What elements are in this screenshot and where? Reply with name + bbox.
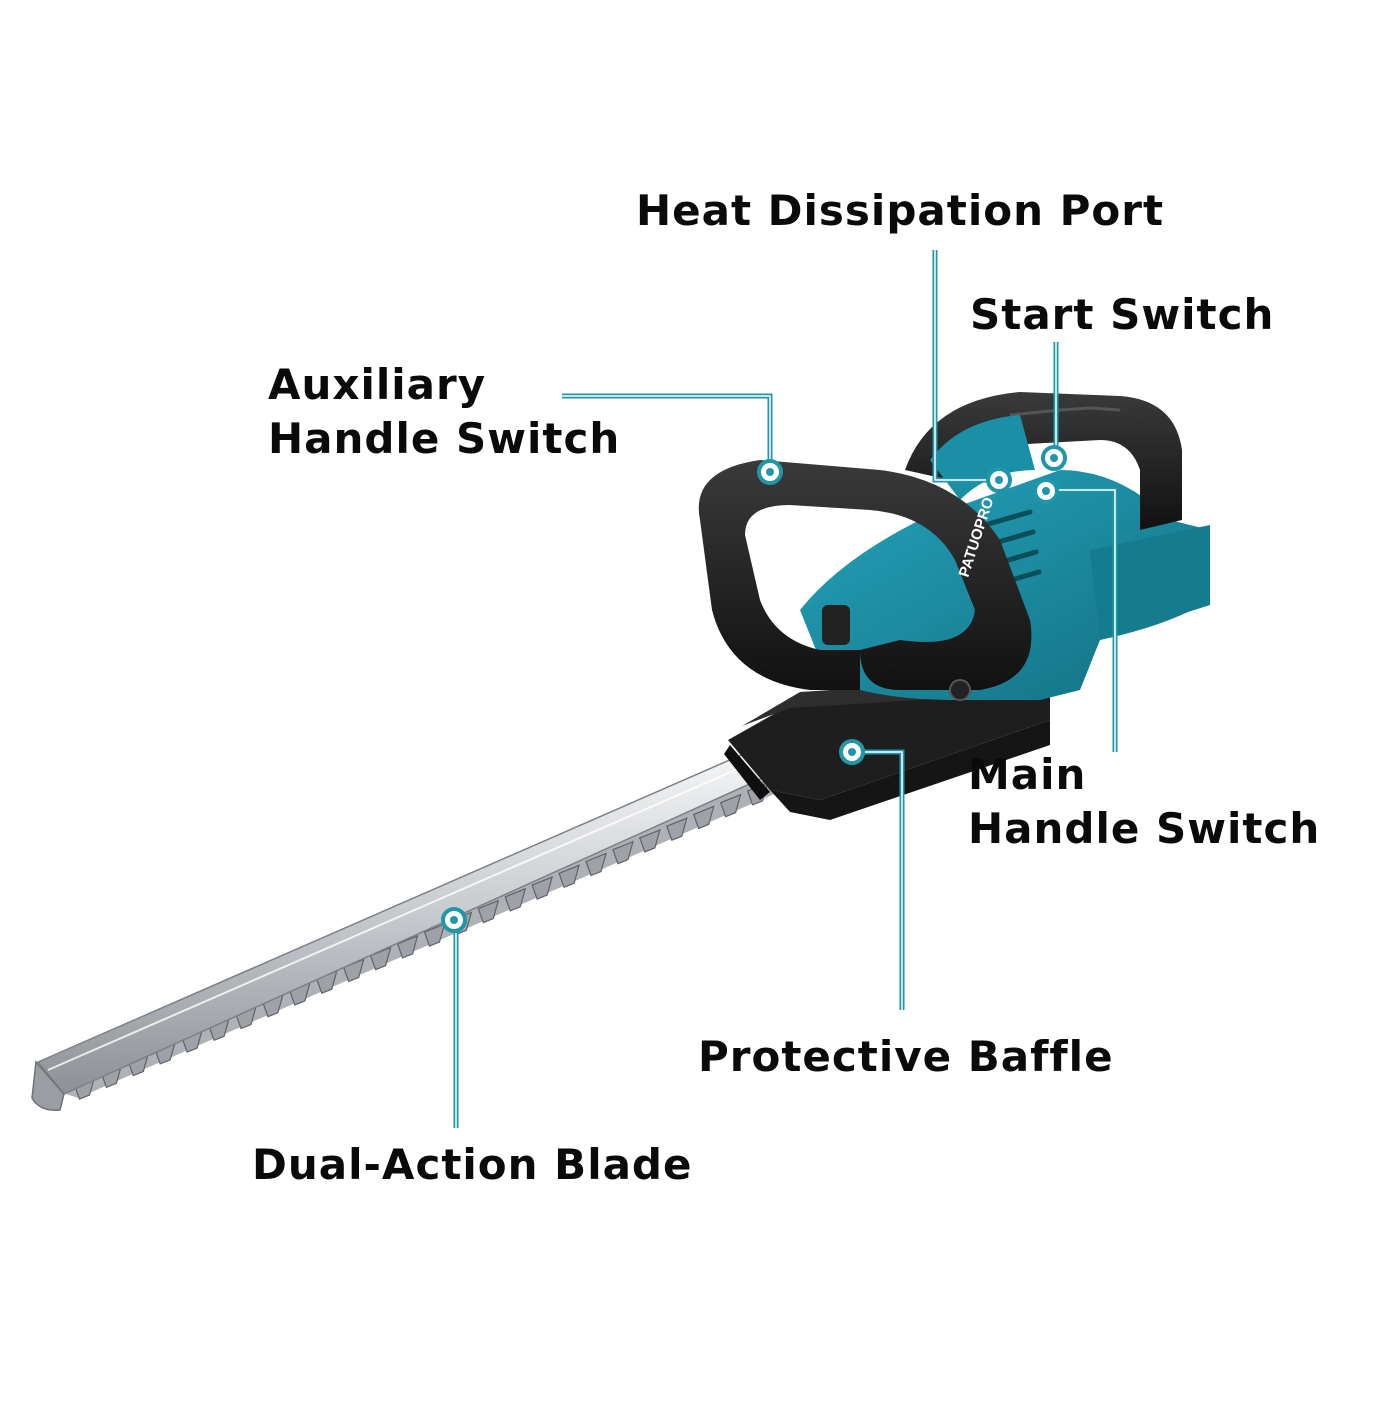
label-line: Handle Switch xyxy=(268,413,621,463)
blade-tooth xyxy=(692,805,715,830)
label-line: Main xyxy=(968,750,1087,799)
auxiliary-handle xyxy=(698,460,1032,701)
leader-aux-switch xyxy=(562,393,773,470)
blade-tooth xyxy=(719,793,742,818)
blade-tooth xyxy=(612,840,634,865)
blade-tooth xyxy=(531,876,554,900)
label-line: Start Switch xyxy=(970,290,1275,339)
label-line: Heat Dissipation Port xyxy=(636,186,1165,235)
label-line: Auxiliary xyxy=(268,360,487,409)
blade-tooth xyxy=(423,923,446,947)
leader-baffle xyxy=(852,749,905,1010)
label-line: Protective Baffle xyxy=(698,1032,1114,1081)
leader-heat-port xyxy=(932,250,997,483)
blade-tooth xyxy=(666,817,688,841)
dot-main-switch xyxy=(1033,478,1059,504)
blade-tooth xyxy=(396,934,419,959)
blade-tooth xyxy=(369,946,392,971)
label-start-switch: Start Switch xyxy=(970,288,1274,342)
dot-blade xyxy=(441,907,467,933)
blade-teeth xyxy=(73,781,769,1100)
label-line: Dual-Action Blade xyxy=(252,1140,693,1189)
leader-main-switch xyxy=(1048,487,1118,752)
blade-tooth xyxy=(504,887,527,912)
dot-aux-switch xyxy=(757,459,783,485)
label-dual-action-blade: Dual-Action Blade xyxy=(252,1138,693,1192)
dot-heat-port xyxy=(986,467,1012,493)
label-heat-dissipation-port: Heat Dissipation Port xyxy=(636,184,1164,238)
blade-tip xyxy=(31,1060,65,1111)
dot-baffle xyxy=(839,739,865,765)
label-auxiliary-handle-switch: Auxiliary Handle Switch xyxy=(268,358,620,466)
label-protective-baffle: Protective Baffle xyxy=(698,1030,1114,1084)
label-main-handle-switch: Main Handle Switch xyxy=(968,748,1320,856)
dot-start-switch xyxy=(1041,445,1067,471)
label-line: Handle Switch xyxy=(968,803,1321,853)
blade-guide-bar xyxy=(36,751,778,1095)
callout-lines xyxy=(453,250,1118,1128)
blade-tooth xyxy=(477,899,500,924)
blade-tooth xyxy=(558,864,580,889)
blade-tooth xyxy=(585,852,607,877)
blade xyxy=(31,751,788,1111)
blade-tooth xyxy=(639,828,661,853)
callout-dots xyxy=(441,445,1067,933)
